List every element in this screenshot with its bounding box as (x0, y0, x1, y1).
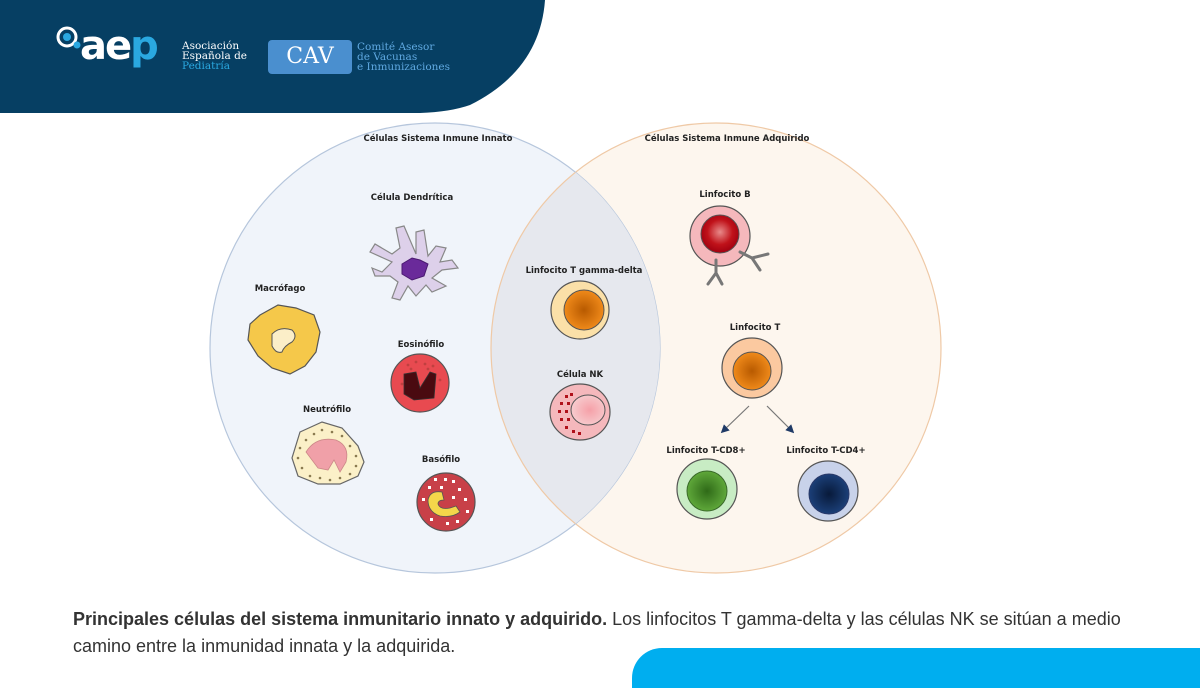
cav-name: Comité Asesor de Vacunas e Inmunizacione… (357, 41, 451, 73)
label-nk: Célula NK (556, 370, 604, 380)
caption-bold: Principales células del sistema inmunita… (73, 609, 608, 629)
label-neutrophil: Neutrófilo (302, 405, 352, 415)
nk-cell-icon (549, 383, 611, 441)
cav-name-line1: Comité Asesor (357, 41, 435, 53)
aep-wordmark-blue: p (130, 23, 159, 69)
label-eosinophil: Eosinófilo (397, 340, 445, 350)
caption-text: Los linfocitos T gamma-delta y las célul… (73, 609, 1121, 656)
cav-badge: CAV (268, 40, 352, 74)
aep-name-line2: Española de (182, 50, 248, 62)
antibody-icon (706, 250, 770, 286)
label-b-cell: Linfocito B (699, 190, 751, 200)
label-gamma-delta: Linfocito T gamma-delta (525, 266, 643, 276)
overlap-region (490, 123, 660, 573)
arrow-to-cd4 (766, 405, 795, 434)
label-dendritic: Célula Dendrítica (370, 193, 454, 203)
neutrophil-icon (291, 421, 365, 485)
figure-caption: Principales células del sistema inmunita… (73, 606, 1173, 660)
adaptive-title: Células Sistema Inmune Adquirido (644, 134, 810, 144)
t-cell-icon (721, 337, 783, 399)
arrow-to-cd8 (720, 405, 750, 434)
aep-name-line1: Asociación (182, 40, 240, 52)
label-basophil: Basófilo (421, 455, 461, 465)
label-cd8: Linfocito T-CD8+ (666, 446, 746, 456)
aep-wordmark-white: ae (80, 23, 132, 69)
label-cd4: Linfocito T-CD4+ (786, 446, 866, 456)
cav-name-line3: e Inmunizaciones (357, 61, 451, 73)
basophil-icon (416, 472, 476, 532)
eosinophil-icon (390, 353, 450, 413)
macrophage-icon (247, 304, 321, 375)
aep-logo: aep Asociación Española de Pediatría (56, 24, 256, 84)
label-macrophage: Macrófago (254, 284, 306, 294)
aep-wordmark: aep (80, 23, 159, 69)
gamma-delta-t-cell-icon (550, 280, 610, 340)
label-t-cell: Linfocito T (729, 323, 781, 333)
footer-accent-bar (632, 648, 1200, 688)
b-cell-icon (689, 205, 770, 286)
cd4-t-cell-icon (797, 460, 859, 522)
aep-dot-icon (56, 26, 81, 49)
innate-title: Células Sistema Inmune Innato (363, 134, 513, 144)
aep-name: Asociación Española de Pediatría (182, 40, 248, 72)
aep-name-line3: Pediatría (182, 60, 231, 72)
cd8-t-cell-icon (676, 458, 738, 520)
cav-name-line2: de Vacunas (357, 51, 418, 63)
dendritic-cell-icon (369, 225, 460, 301)
